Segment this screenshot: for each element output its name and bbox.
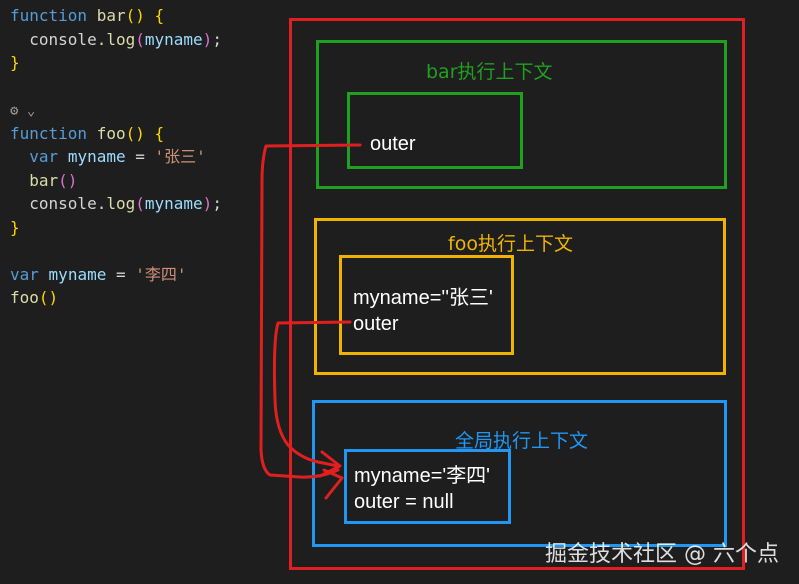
foo-myname-label: myname=''张三' (353, 287, 493, 309)
code-token: () (38, 288, 59, 307)
code-token: { (154, 123, 165, 143)
code-line: ⚙ ⌄ (10, 98, 222, 122)
code-token: ) (202, 29, 213, 49)
code-line: var myname = '李四' (10, 263, 222, 287)
foo-context-title: foo执行上下文 (448, 233, 573, 255)
code-token: ; (212, 194, 222, 213)
arrowhead-2 (322, 468, 344, 500)
global-outer-label: outer = null (354, 491, 454, 513)
code-token: bar (96, 6, 126, 25)
code-token: function (10, 123, 88, 143)
code-token: log (106, 29, 136, 49)
code-token: { (154, 6, 165, 25)
global-variable-env (344, 449, 511, 524)
foo-context-box (314, 218, 726, 375)
code-token: myname (67, 147, 126, 166)
code-line: } (10, 51, 222, 75)
code-token: myname (48, 264, 107, 284)
code-line: console.log(myname); (10, 28, 222, 52)
fold-controls-icon[interactable]: ⚙ ⌄ (10, 103, 36, 119)
code-token: } (10, 53, 20, 72)
code-token: ; (212, 29, 222, 49)
foo-variable-env (339, 255, 514, 355)
code-token: ( (135, 194, 145, 213)
code-token: log (106, 194, 136, 213)
code-token: function (10, 6, 88, 25)
code-token: = (125, 147, 155, 166)
bar-outer-label: outer (370, 133, 416, 155)
code-token: myname (144, 194, 203, 213)
code-token: ) (202, 194, 213, 213)
code-token: '李四' (135, 264, 187, 284)
watermark: 掘金技术社区 @ 六个点 (545, 542, 779, 567)
foo-outer-label: outer (353, 313, 399, 335)
call-stack-box (289, 18, 745, 570)
code-token: console. (10, 29, 107, 49)
code-token: console. (10, 194, 107, 213)
code-token: foo (10, 288, 39, 307)
code-line: console.log(myname); (10, 192, 222, 216)
code-line: var myname = '张三' (10, 145, 222, 169)
code-token: foo (96, 123, 126, 143)
code-token: } (10, 217, 20, 237)
code-token: myname (144, 29, 203, 49)
code-token: var (10, 264, 39, 284)
code-line: } (10, 216, 222, 240)
global-context-title: 全局执行上下文 (455, 430, 589, 452)
code-line: foo() (10, 286, 222, 310)
code-token: var (29, 147, 59, 166)
code-editor: function bar() { console.log(myname);}⚙ … (10, 4, 222, 310)
code-token: () (125, 6, 145, 25)
code-line: function bar() { (10, 4, 222, 28)
bar-context-title: bar执行上下文 (426, 61, 553, 83)
code-token: () (58, 170, 78, 190)
foo-outer-arrow (272, 320, 352, 468)
code-token: = (106, 264, 136, 284)
code-token: () (125, 123, 145, 143)
bar-context-box (316, 40, 727, 189)
code-token: bar (29, 170, 59, 190)
code-line: function foo() { (10, 122, 222, 146)
code-token: '张三' (154, 147, 206, 166)
code-token: ( (135, 29, 145, 49)
global-context-box (312, 400, 727, 547)
bar-outer-arrow (259, 143, 362, 479)
code-line: bar() (10, 169, 222, 193)
global-myname-label: myname='李四' (354, 465, 491, 487)
bar-variable-env (347, 92, 523, 169)
